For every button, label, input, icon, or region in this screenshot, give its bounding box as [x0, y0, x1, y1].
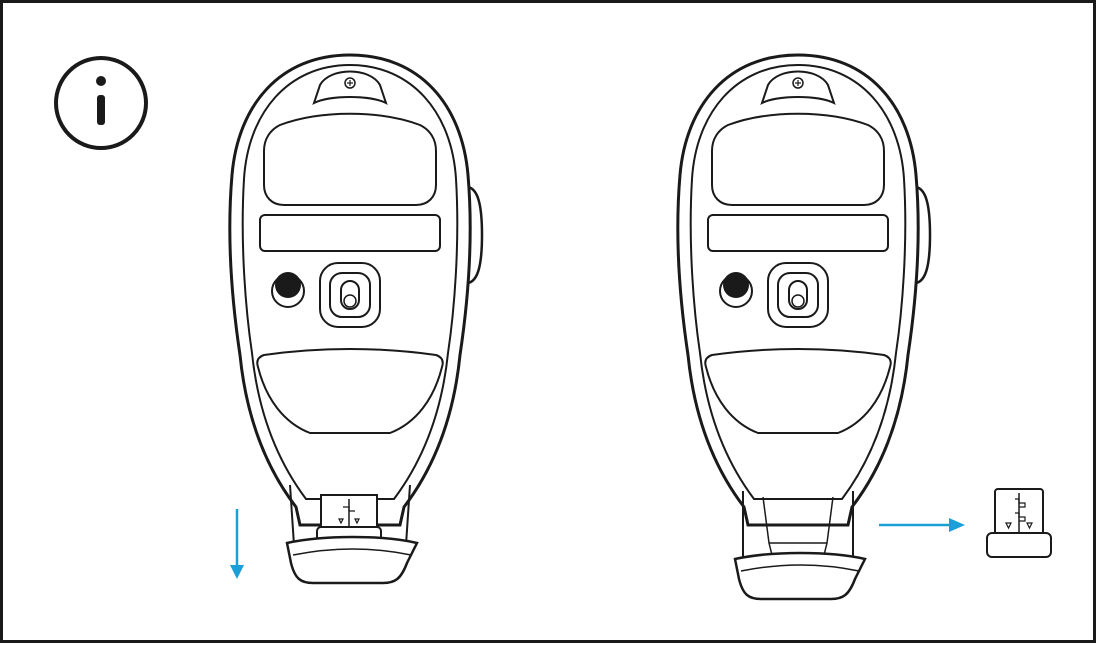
- usb-receiver-removed-icon: [986, 488, 1052, 558]
- battery-lid-left: [285, 535, 419, 585]
- arrow-right-icon: [879, 518, 965, 532]
- arrow-down-icon: [230, 509, 244, 579]
- diagram-canvas: [54, 53, 1052, 601]
- mouse-left: [228, 53, 484, 546]
- battery-lid-right: [733, 551, 867, 601]
- mouse-right: [676, 53, 932, 527]
- info-icon: [54, 56, 148, 150]
